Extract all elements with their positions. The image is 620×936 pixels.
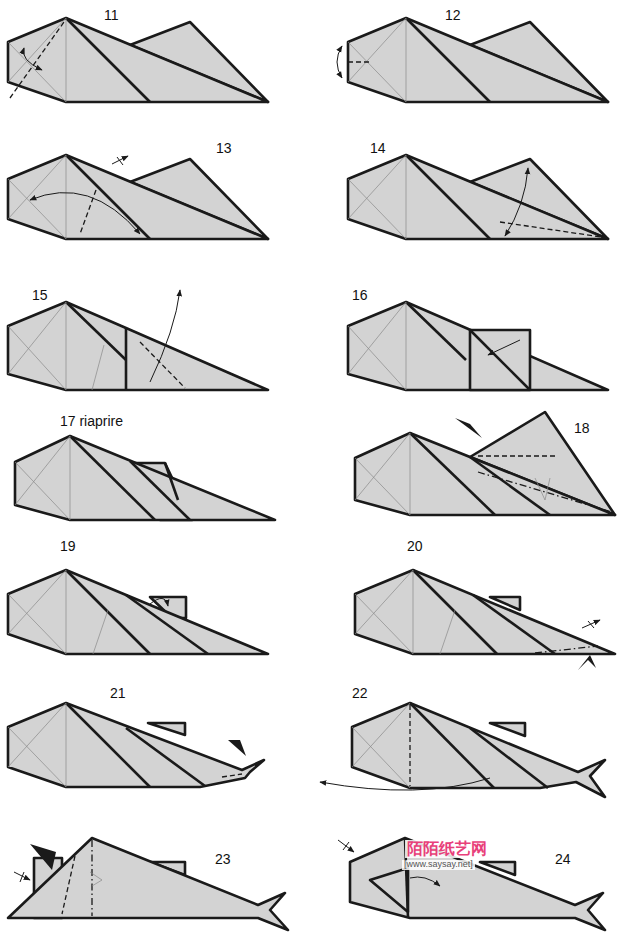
step-number: 16 bbox=[352, 288, 368, 303]
step-24-figure bbox=[338, 838, 605, 930]
step-23-figure bbox=[8, 838, 288, 930]
step-17-figure bbox=[15, 436, 275, 520]
watermark: 陌陌纸艺网 bbox=[405, 840, 489, 858]
step-13-figure bbox=[8, 155, 268, 239]
step-22-figure bbox=[320, 703, 605, 797]
step-number: 18 bbox=[574, 421, 590, 436]
step-18-figure bbox=[355, 412, 615, 515]
step-number: 24 bbox=[555, 852, 571, 867]
step-11-figure bbox=[8, 18, 268, 102]
step-15-figure bbox=[8, 290, 268, 390]
step-number: 17 riaprire bbox=[60, 414, 123, 429]
step-number: 14 bbox=[370, 141, 386, 156]
step-number: 22 bbox=[352, 686, 368, 701]
step-20-figure bbox=[355, 570, 615, 670]
step-number: 12 bbox=[445, 8, 461, 23]
step-number: 11 bbox=[104, 8, 119, 23]
watermark-url: [www.saysay.net] bbox=[402, 860, 475, 870]
step-19-figure bbox=[8, 570, 268, 654]
step-14-figure bbox=[348, 155, 608, 239]
step-number: 23 bbox=[215, 852, 231, 867]
step-number: 21 bbox=[110, 686, 126, 701]
step-number: 13 bbox=[216, 141, 232, 156]
step-16-figure bbox=[348, 302, 608, 390]
step-number: 20 bbox=[407, 539, 423, 554]
step-21-figure bbox=[8, 703, 264, 787]
step-number: 15 bbox=[32, 288, 48, 303]
step-12-figure bbox=[337, 18, 608, 102]
step-number: 19 bbox=[60, 539, 76, 554]
